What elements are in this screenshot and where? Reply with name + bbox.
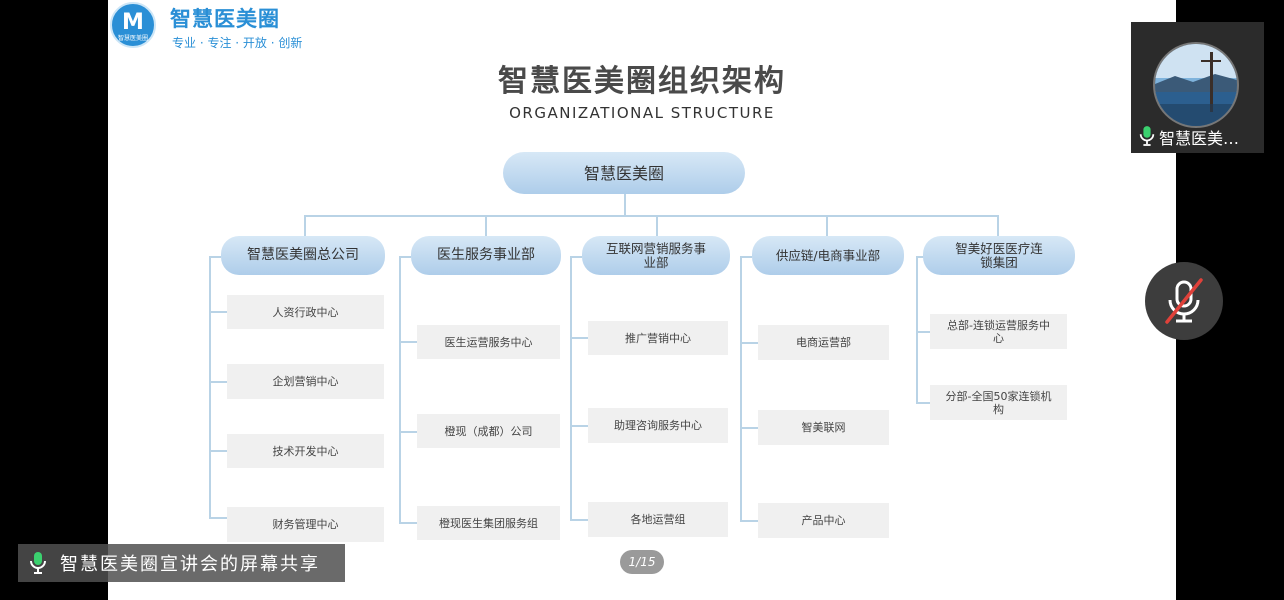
connector xyxy=(740,256,752,258)
connector xyxy=(656,215,658,236)
org-unit-box: 医生运营服务中心 xyxy=(417,325,560,359)
connector xyxy=(209,311,227,313)
org-unit-box: 人资行政中心 xyxy=(227,295,384,329)
connector xyxy=(209,450,227,452)
org-unit-box: 分部-全国50家连锁机构 xyxy=(930,385,1067,420)
org-unit-box: 橙现（成都）公司 xyxy=(417,414,560,448)
connector xyxy=(570,519,588,521)
department-node: 医生服务事业部 xyxy=(411,236,561,275)
connector xyxy=(399,256,411,258)
connector xyxy=(740,342,758,344)
logo-mark: M 智慧医美圈 xyxy=(110,2,156,48)
mute-toggle-button[interactable] xyxy=(1145,262,1223,340)
org-unit-box: 技术开发中心 xyxy=(227,434,384,468)
connector xyxy=(570,337,588,339)
org-unit-box: 财务管理中心 xyxy=(227,507,384,542)
org-unit-box: 电商运营部 xyxy=(758,325,889,360)
connector xyxy=(399,256,401,523)
department-node: 供应链/电商事业部 xyxy=(752,236,904,275)
participant-avatar xyxy=(1153,42,1239,128)
connector xyxy=(740,427,758,429)
logo-mark-subtext: 智慧医美圈 xyxy=(117,35,148,42)
microphone-icon xyxy=(1139,126,1155,146)
screen-share-banner: 智慧医美圈宣讲会的屏幕共享 xyxy=(18,544,345,582)
connector xyxy=(399,341,417,343)
department-node: 互联网营销服务事业部 xyxy=(582,236,730,275)
logo-mark-letter: M xyxy=(122,10,144,35)
connector xyxy=(304,215,998,217)
connector xyxy=(304,215,306,236)
connector xyxy=(740,520,758,522)
connector xyxy=(624,194,626,216)
department-node: 智慧医美圈总公司 xyxy=(221,236,385,275)
connector xyxy=(399,431,417,433)
connector xyxy=(570,256,582,258)
slide-subtitle: ORGANIZATIONAL STRUCTURE xyxy=(509,104,775,122)
connector xyxy=(740,256,742,521)
org-unit-box: 总部-连锁运营服务中心 xyxy=(930,314,1067,349)
org-root-node: 智慧医美圈 xyxy=(503,152,745,194)
connector xyxy=(916,402,930,404)
connector xyxy=(209,256,211,518)
microphone-icon xyxy=(28,551,48,575)
connector xyxy=(826,215,828,236)
org-unit-box: 产品中心 xyxy=(758,503,889,538)
org-unit-box: 各地运营组 xyxy=(588,502,728,537)
org-unit-box: 推广营销中心 xyxy=(588,321,728,355)
department-node: 智美好医医疗连锁集团 xyxy=(923,236,1075,275)
org-unit-box: 企划营销中心 xyxy=(227,364,384,399)
logo-name: 智慧医美圈 xyxy=(170,7,280,31)
slide-page-indicator: 1/15 xyxy=(620,550,664,574)
connector xyxy=(570,256,572,520)
connector xyxy=(997,215,999,236)
screen-share-label: 智慧医美圈宣讲会的屏幕共享 xyxy=(60,554,320,575)
org-unit-box: 助理咨询服务中心 xyxy=(588,408,728,443)
logo: M 智慧医美圈 智慧医美圈 专业 · 专注 · 开放 · 创新 xyxy=(108,0,338,52)
connector xyxy=(209,517,227,519)
participant-video-tile[interactable]: 智慧医美… xyxy=(1131,22,1264,153)
microphone-muted-icon xyxy=(1165,278,1203,324)
connector xyxy=(485,215,487,236)
connector xyxy=(209,256,221,258)
connector xyxy=(916,256,928,258)
connector xyxy=(570,425,588,427)
connector xyxy=(209,381,227,383)
slide-title: 智慧医美圈组织架构 xyxy=(498,64,786,99)
connector xyxy=(916,331,930,333)
org-unit-box: 橙现医生集团服务组 xyxy=(417,506,560,540)
org-unit-box: 智美联网 xyxy=(758,410,889,445)
shared-slide: M 智慧医美圈 智慧医美圈 专业 · 专注 · 开放 · 创新 智慧医美圈组织架… xyxy=(108,0,1176,600)
participant-name: 智慧医美… xyxy=(1159,129,1240,148)
connector xyxy=(916,256,918,403)
logo-tagline: 专业 · 专注 · 开放 · 创新 xyxy=(172,36,303,50)
connector xyxy=(399,522,417,524)
